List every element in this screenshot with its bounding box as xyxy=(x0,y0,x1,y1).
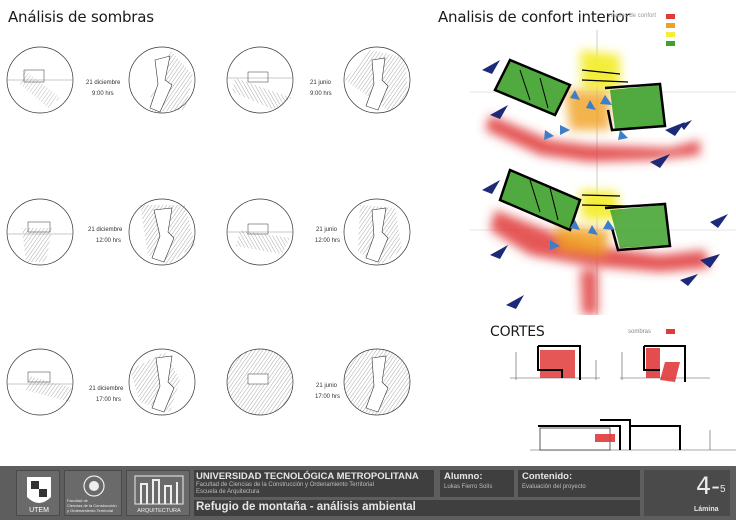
study-1-time: 9:00 hrs xyxy=(92,91,114,97)
architecture-logo-icon xyxy=(134,475,184,505)
shadow-studies-figure xyxy=(6,46,411,416)
study-2-time: 9:00 hrs xyxy=(310,91,332,97)
legend-swatch-yellow xyxy=(666,32,675,37)
study-1-date: 21 diciembre xyxy=(86,80,121,86)
section-3 xyxy=(530,419,736,451)
faculty-label-1: Facultad de xyxy=(67,498,88,503)
section-2 xyxy=(620,345,710,382)
shadow-diagram-dec-17-plan xyxy=(6,348,74,416)
faculty-seal-icon xyxy=(83,475,105,497)
sections-figure xyxy=(510,345,736,451)
comfort-analysis-figure xyxy=(470,30,736,315)
comfort-plan-lower xyxy=(490,168,710,315)
comfort-legend-label: niveles de confort xyxy=(609,13,657,19)
study-4-date: 21 junio xyxy=(316,227,338,233)
legend-swatch-orange xyxy=(666,23,675,28)
shadow-diagram-jun-12-plan xyxy=(226,198,294,266)
utem-label: UTEM xyxy=(29,507,49,514)
shadow-diagram-jun-12-section xyxy=(343,198,411,266)
school-name: Escuela de Arquitectura xyxy=(196,489,260,495)
shadow-diagram-jun-9-plan xyxy=(226,46,294,114)
faculty-name: Facultad de Ciencias de la Construcción … xyxy=(196,482,374,488)
study-4-time: 12:00 hrs xyxy=(315,238,341,244)
shadow-diagram-dec-9-plan xyxy=(6,46,74,114)
project-title-panel: Refugio de montaña - análisis ambiental xyxy=(194,500,640,516)
shadows-title: Análisis de sombras xyxy=(8,8,154,26)
legend-swatch-red xyxy=(666,14,675,19)
lamina-label: Lámina xyxy=(694,506,719,513)
alumno-name: Lukas Fierro Solís xyxy=(444,484,493,490)
project-title: Refugio de montaña - análisis ambiental xyxy=(196,501,416,513)
university-name: UNIVERSIDAD TECNOLÓGICA METROPOLITANA xyxy=(196,471,419,482)
contenido-label: Contenido: xyxy=(522,471,573,482)
study-6-time: 17:00 hrs xyxy=(315,394,341,400)
shadow-diagram-jun-17-section xyxy=(343,348,411,416)
study-5-time: 17:00 hrs xyxy=(96,397,122,403)
cortes-title: CORTES xyxy=(490,324,545,340)
university-panel: UNIVERSIDAD TECNOLÓGICA METROPOLITANA Fa… xyxy=(194,470,434,497)
faculty-label-3: y Ordenamiento Territorial xyxy=(67,508,113,513)
shadow-diagram-dec-12-plan xyxy=(6,198,74,266)
lamina-number: 4- xyxy=(696,472,720,500)
shadow-diagram-jun-9-section xyxy=(343,46,411,114)
study-2-date: 21 junio xyxy=(310,80,332,86)
alumno-panel: Alumno: Lukas Fierro Solís xyxy=(440,470,514,497)
architecture-label: ARQUITECTURA xyxy=(137,508,181,514)
comfort-plan-upper xyxy=(485,50,700,162)
study-5-date: 21 diciembre xyxy=(89,386,124,392)
section-1 xyxy=(510,345,600,380)
alumno-label: Alumno: xyxy=(444,471,483,482)
cortes-legend-label: sombras xyxy=(628,329,652,335)
contenido-value: Evaluación del proyecto xyxy=(522,484,586,490)
lamina-total: 5 xyxy=(720,484,726,495)
faculty-logo-box: Facultad de Ciencias de la Construcción … xyxy=(64,470,122,516)
utem-logo-box: UTEM xyxy=(16,470,60,516)
study-3-time: 12:00 hrs xyxy=(96,238,122,244)
faculty-label-2: Ciencias de la Construcción xyxy=(67,503,117,508)
shadow-diagram-dec-9-section xyxy=(128,46,196,114)
architecture-logo-box: ARQUITECTURA xyxy=(126,470,190,516)
utem-logo xyxy=(27,477,51,503)
shadow-diagram-dec-17-section xyxy=(128,348,196,416)
shadow-diagram-jun-17-plan xyxy=(226,348,294,416)
interior-arrows xyxy=(544,90,628,250)
contenido-panel: Contenido: Evaluación del proyecto xyxy=(518,470,640,497)
shadow-diagram-dec-12-section xyxy=(128,198,196,266)
study-3-date: 21 diciembre xyxy=(88,227,123,233)
legend-swatch-green xyxy=(666,41,675,46)
comfort-title: Analisis de confort interior xyxy=(438,8,631,26)
wind-arrows xyxy=(482,60,728,309)
cortes-legend-swatch xyxy=(666,329,675,334)
lamina-panel: 4- 5 Lámina xyxy=(644,470,730,516)
footer-band: UTEM Facultad de Ciencias de la Construc… xyxy=(0,466,736,520)
study-6-date: 21 junio xyxy=(316,383,338,389)
